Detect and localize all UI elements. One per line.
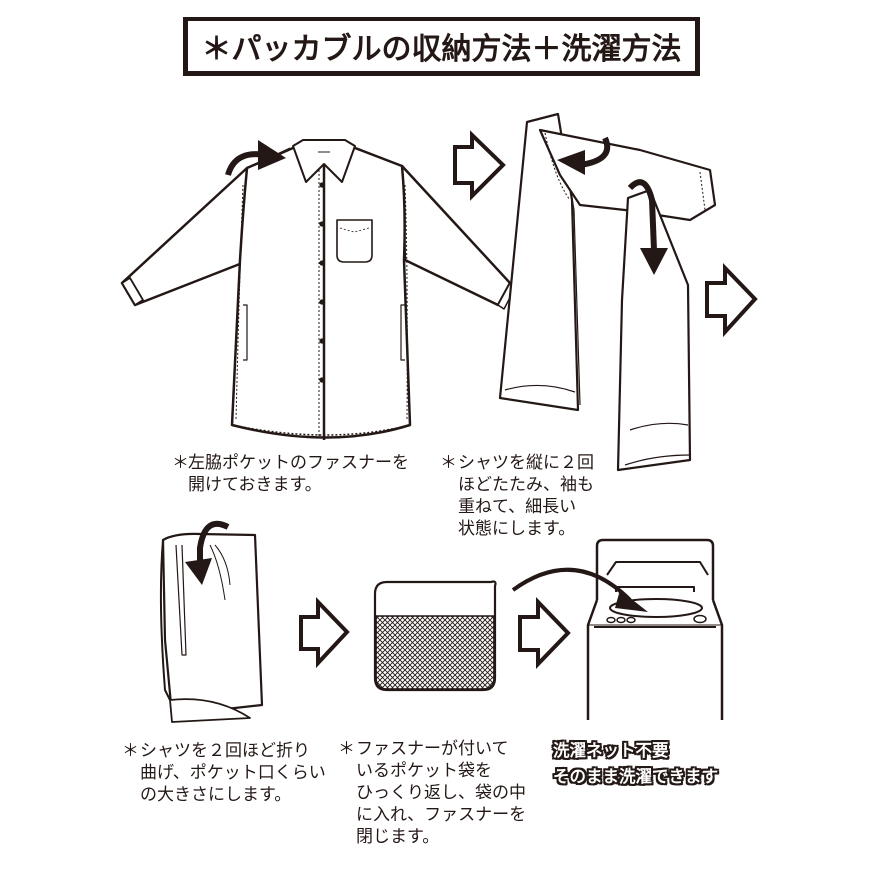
next-arrow-icon: [299, 597, 350, 669]
note-line: シャツを２回ほど折り: [140, 741, 310, 761]
note-line: ひっくり返し、袋の中: [356, 783, 526, 803]
note-line: 閉じます。: [356, 827, 440, 847]
note-line: に入れ、ファスナーを: [356, 805, 527, 825]
next-arrow-icon: [705, 263, 758, 338]
step-1-note: ＊ 左脇ポケットのファスナーを 開けておきます。: [172, 452, 409, 496]
note-line: ほどたたみ、袖も: [458, 475, 594, 495]
next-arrow-icon: [518, 597, 571, 669]
note-mark: ＊: [122, 741, 139, 761]
note-line: ファスナーが付いて: [356, 739, 509, 759]
step-4-note: ＊ ファスナーが付いて いるポケット袋を ひっくり返し、袋の中 に入れ、ファスナ…: [338, 738, 526, 848]
packed-pouch-illustration: [373, 580, 497, 692]
note-mark: ＊: [338, 739, 355, 759]
no-laundry-net-callout: 洗濯ネット不要 そのまま洗濯できます: [553, 738, 718, 790]
note-line: 状態にします。: [458, 519, 576, 539]
note-mark: ＊: [172, 453, 189, 473]
curved-arrow-icon: [627, 179, 668, 275]
curved-arrow-icon: [225, 140, 286, 176]
curved-arrow-icon: [511, 567, 648, 612]
note-line: シャツを縦に２回: [458, 453, 594, 473]
note-line: 重ねて、細長い: [458, 497, 577, 517]
title-box: ＊パッカブルの収納方法＋洗濯方法: [183, 17, 700, 76]
page-title: ＊パッカブルの収納方法＋洗濯方法: [201, 32, 682, 67]
note-line: いるポケット袋を: [356, 761, 492, 781]
curved-arrow-icon: [557, 136, 611, 175]
note-line: の大きさにします。: [140, 785, 292, 805]
callout-line: そのまま洗濯できます: [553, 767, 718, 786]
step-2-note: ＊ シャツを縦に２回 ほどたたみ、袖も 重ねて、細長い 状態にします。: [440, 452, 594, 540]
callout-line: 洗濯ネット不要: [553, 741, 669, 760]
washing-machine-illustration: [586, 538, 724, 720]
step-3-note: ＊ シャツを２回ほど折り 曲げ、ポケット口くらい の大きさにします。: [122, 740, 326, 806]
shirt-folded-bundle-illustration: [159, 532, 264, 723]
next-arrow-icon: [453, 130, 506, 201]
shirt-folded-lengthwise-illustration: [498, 112, 717, 472]
note-mark: ＊: [440, 453, 457, 473]
note-line: 左脇ポケットのファスナーを: [188, 453, 409, 473]
shirt-front-illustration: [120, 139, 516, 440]
note-line: 開けておきます。: [188, 475, 322, 495]
note-line: 曲げ、ポケット口くらい: [140, 763, 326, 783]
curved-arrow-icon: [185, 520, 230, 585]
